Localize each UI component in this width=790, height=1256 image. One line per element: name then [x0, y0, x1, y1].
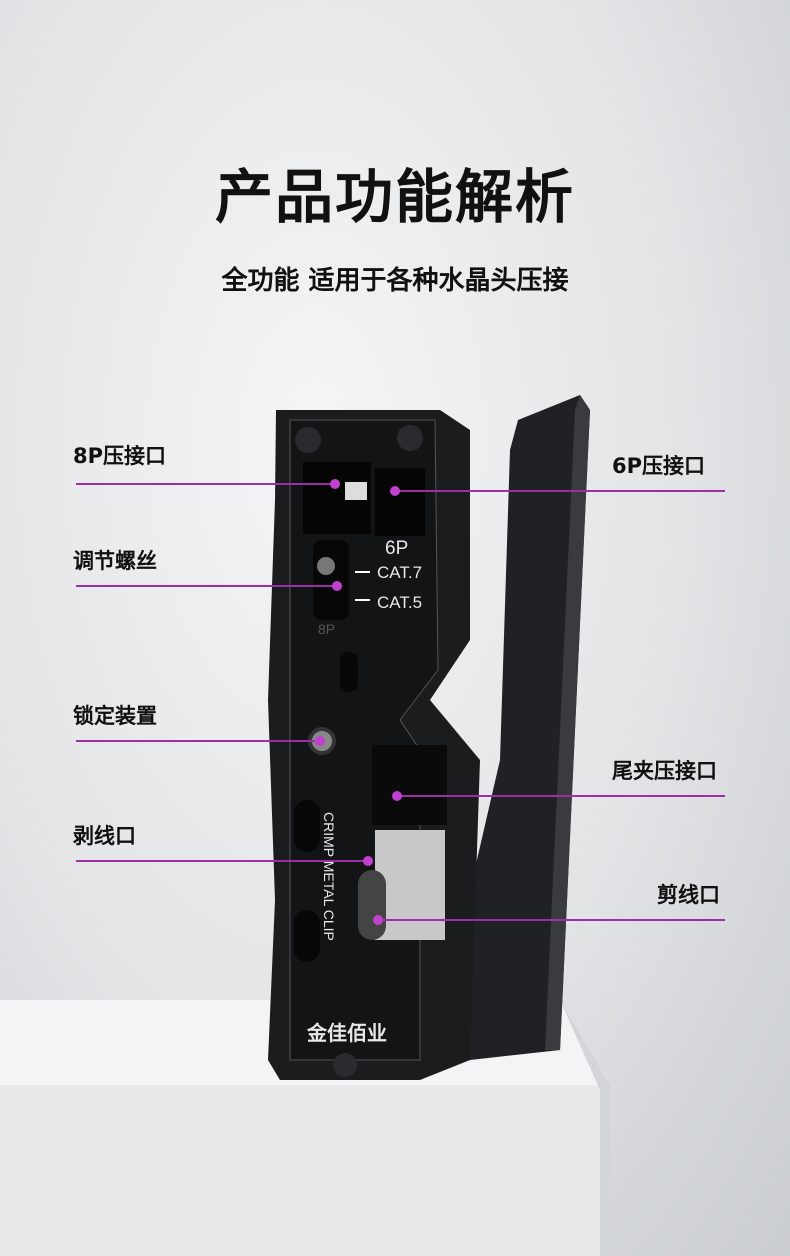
subtitle: 全功能 适用于各种水晶头压接: [221, 266, 569, 296]
label-cut: 剪线口: [657, 883, 720, 907]
callout-dots: [315, 479, 402, 925]
label-6p-port: 6P压接口: [612, 454, 706, 478]
brand-logo: 金佳佰业: [306, 1021, 387, 1045]
marking-8p: 8P: [318, 621, 335, 637]
page-title: 产品功能解析: [214, 163, 575, 231]
crimp-tool: [268, 395, 590, 1080]
label-tail-clip: 尾夹压接口: [612, 759, 717, 783]
callout-lines: [76, 483, 725, 921]
label-strip: 剥线口: [73, 824, 136, 848]
marking-6p: 6P: [385, 538, 408, 559]
label-lock: 锁定装置: [73, 704, 157, 728]
marking-cat5: CAT.5: [377, 593, 422, 612]
label-8p-port: 8P压接口: [73, 444, 167, 468]
label-adjust-screw: 调节螺丝: [73, 549, 157, 573]
marking-cat7: CAT.7: [377, 563, 422, 582]
marking-crimp-metal-clip: CRIMP METAL CLIP: [321, 812, 337, 941]
